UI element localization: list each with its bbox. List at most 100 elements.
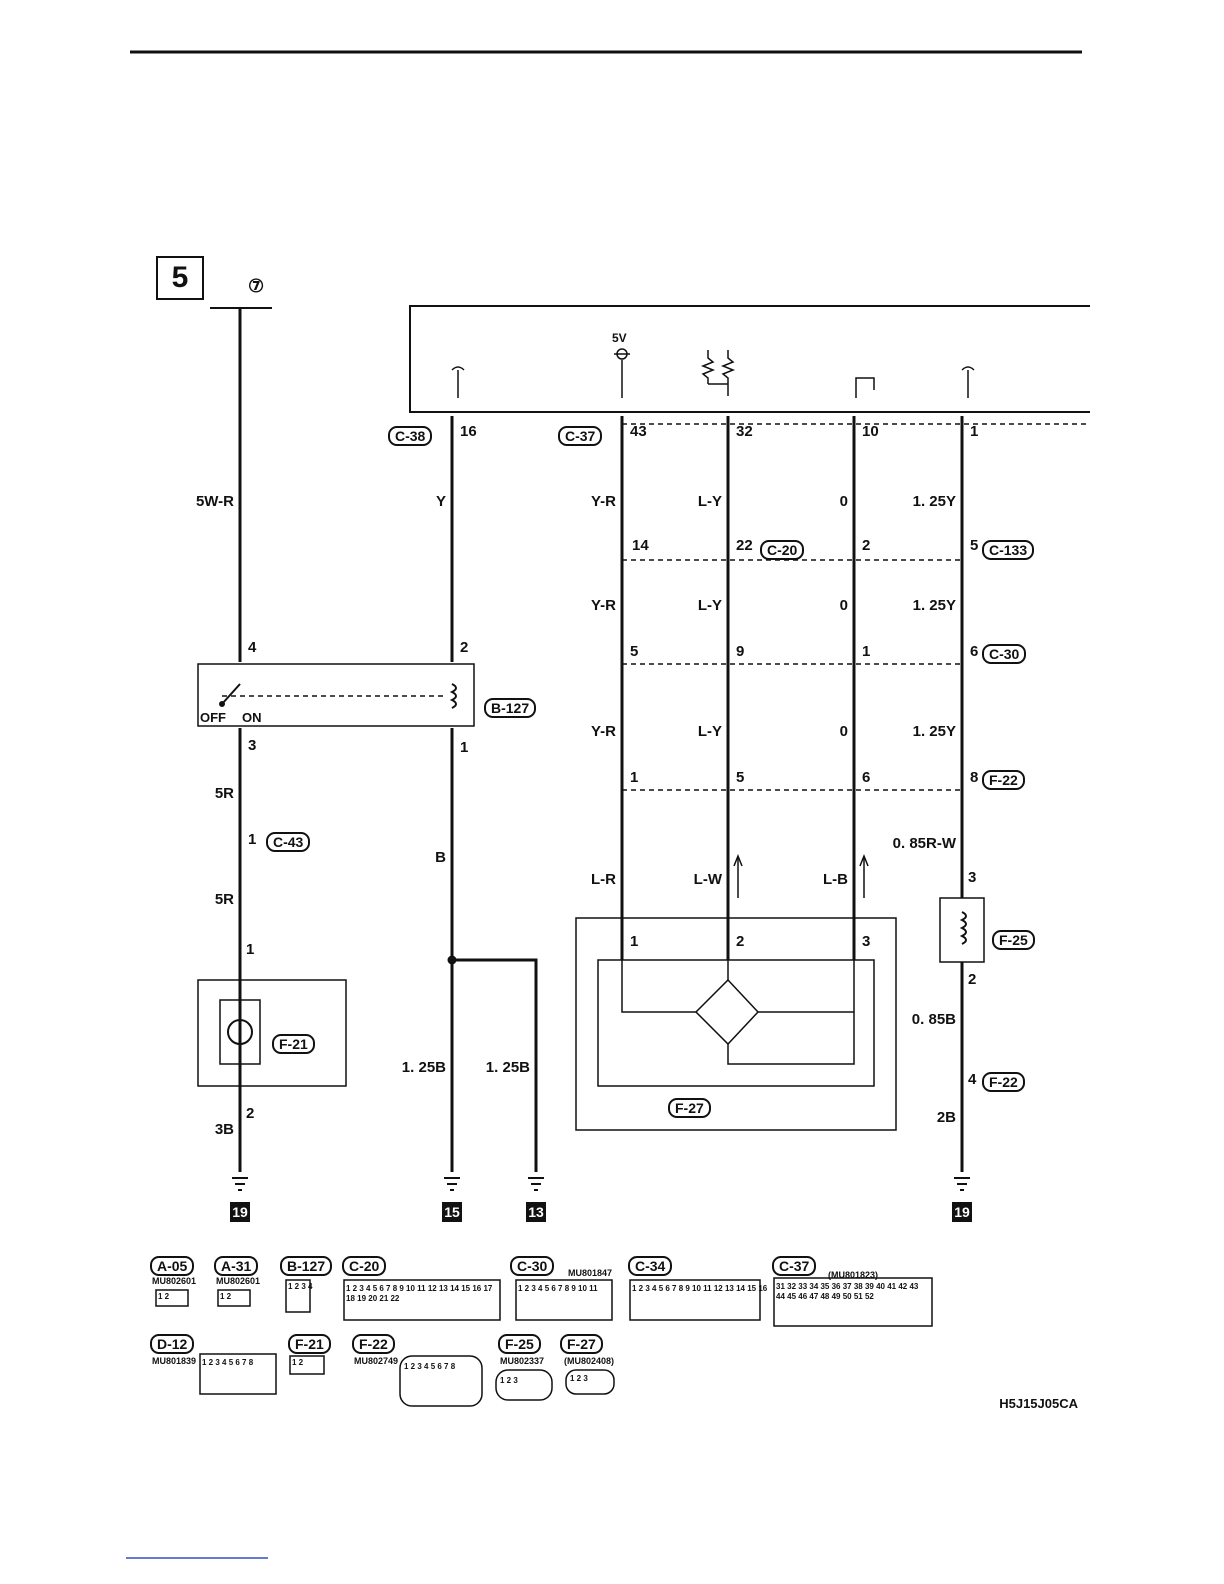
wire-y-r-3: Y-R (590, 723, 616, 740)
wire-l-y-2: L-Y (697, 597, 722, 614)
pin-b127-4: 4 (248, 639, 257, 656)
pin-c30-6: 6 (970, 643, 979, 660)
pin-f27-2: 2 (736, 933, 745, 950)
wire-l-b: L-B (823, 871, 848, 888)
connector-f22-bottom: F-22 (982, 1072, 1025, 1092)
connector-view-c20: C-20 (342, 1256, 387, 1276)
part-a05: MU802601 (152, 1276, 197, 1286)
pin-c30-1: 1 (862, 643, 871, 660)
connector-pins-c-34: 1 2 3 4 5 6 7 8 9 10 11 12 13 14 15 16 (632, 1284, 768, 1293)
connector-c38: C-38 (388, 426, 433, 446)
connector-view-b127: B-127 (280, 1256, 333, 1276)
connector-pins-a-05: 1 2 (158, 1292, 170, 1301)
pin-b127-1: 1 (460, 739, 469, 756)
pin-f22-1: 1 (630, 769, 639, 786)
wire-5r-b: 5R (214, 891, 234, 908)
pin-f27-1: 1 (630, 933, 639, 950)
connector-pins-f-25: 1 2 3 (500, 1376, 518, 1385)
pin-f25-3: 3 (968, 869, 977, 886)
part-d12: MU801839 (152, 1356, 197, 1366)
relay-off-label: OFF (200, 710, 226, 725)
part-a31: MU802601 (216, 1276, 261, 1286)
connector-f21: F-21 (272, 1034, 315, 1054)
connector-f25: F-25 (992, 930, 1035, 950)
wire-l-r: L-R (591, 871, 616, 888)
connector-view-a05: A-05 (150, 1256, 195, 1276)
connector-view-f27: F-27 (560, 1334, 603, 1354)
pin-c30-9: 9 (736, 643, 745, 660)
connector-pins-c-30: 1 2 3 4 5 6 7 8 9 10 11 (518, 1284, 598, 1293)
pin-c37-1: 1 (970, 423, 979, 440)
connector-c30: C-30 (982, 644, 1027, 664)
wire-0-85r-w: 0. 85R-W (892, 835, 956, 852)
pin-f25-2: 2 (968, 971, 977, 988)
wire-l-y-1: L-Y (697, 493, 722, 510)
pin-c37-10: 10 (862, 423, 879, 440)
pin-f21-1: 1 (246, 941, 255, 958)
pin-b127-2: 2 (460, 639, 469, 656)
pin-c20-2: 2 (862, 537, 871, 554)
connector-pins-d-12: 1 2 3 4 5 6 7 8 (202, 1358, 254, 1367)
connector-c20: C-20 (760, 540, 805, 560)
connector-view-c37: C-37 (772, 1256, 817, 1276)
ground-15: 15 (442, 1202, 462, 1222)
connector-pins-f-22: 1 2 3 4 5 6 7 8 (404, 1362, 456, 1371)
connector-c133: C-133 (982, 540, 1035, 560)
wire-o-2: 0 (839, 597, 848, 614)
connector-view-f25: F-25 (498, 1334, 541, 1354)
wire-1-25y-1: 1. 25Y (912, 493, 956, 510)
wire-o-1: 0 (839, 493, 848, 510)
pin-f27-3: 3 (862, 933, 871, 950)
connector-view-d12: D-12 (150, 1334, 195, 1354)
pin-c20-14: 14 (632, 537, 649, 554)
connector-f27: F-27 (668, 1098, 711, 1118)
pin-f22-6: 6 (862, 769, 871, 786)
connector-pins-c-37: 31 32 33 34 35 36 37 38 39 40 41 42 43 4… (776, 1282, 919, 1301)
connector-pins-a-31: 1 2 (220, 1292, 232, 1301)
sheet-number: 5 (156, 256, 204, 300)
part-f22: MU802749 (354, 1356, 399, 1366)
wire-1-25y-3: 1. 25Y (912, 723, 956, 740)
part-f27: (MU802408) (564, 1356, 615, 1366)
pin-c20-22: 22 (736, 537, 753, 554)
wire-o-3: 0 (839, 723, 848, 740)
connector-f22-top: F-22 (982, 770, 1025, 790)
wire-2b: 2B (936, 1109, 956, 1126)
pin-c43-1: 1 (248, 831, 257, 848)
wire-1-25b-b: 1. 25B (485, 1059, 530, 1076)
connector-pins-b-127: 1 2 3 4 (288, 1282, 313, 1291)
wire-y: Y (435, 493, 446, 510)
part-c30: MU801847 (568, 1268, 613, 1278)
wire-1-25y-2: 1. 25Y (912, 597, 956, 614)
diagram-code: H5J15J05CA (999, 1396, 1078, 1411)
pin-c38-16: 16 (460, 423, 477, 440)
pin-b127-3: 3 (248, 737, 257, 754)
part-c37: (MU801823) (828, 1270, 879, 1280)
wire-y-r-1: Y-R (590, 493, 616, 510)
connector-view-f22: F-22 (352, 1334, 395, 1354)
connector-view-c34: C-34 (628, 1256, 673, 1276)
wire-y-r-2: Y-R (590, 597, 616, 614)
part-f25: MU802337 (500, 1356, 545, 1366)
pin-f21-2: 2 (246, 1105, 255, 1122)
connector-c43: C-43 (266, 832, 311, 852)
pin-c37-43: 43 (630, 423, 647, 440)
pin-c37-32: 32 (736, 423, 753, 440)
connector-view-c30: C-30 (510, 1256, 555, 1276)
relay-on-label: ON (242, 710, 262, 725)
pin-c133-5: 5 (970, 537, 979, 554)
pin-f22-4: 4 (968, 1071, 977, 1088)
connector-pins-f-27: 1 2 3 (570, 1374, 588, 1383)
wire-0-85b: 0. 85B (911, 1011, 956, 1028)
connector-pins-c-20: 1 2 3 4 5 6 7 8 9 10 11 12 13 14 15 16 1… (346, 1284, 493, 1303)
pin-f22-8: 8 (970, 769, 979, 786)
ground-13: 13 (526, 1202, 546, 1222)
wire-l-y-3: L-Y (697, 723, 722, 740)
connector-view-a31: A-31 (214, 1256, 259, 1276)
connector-c37: C-37 (558, 426, 603, 446)
ref-marker: ⑦ (248, 276, 265, 296)
wire-3b: 3B (214, 1121, 234, 1138)
voltage-label: 5V (612, 331, 627, 345)
wire-l-w: L-W (693, 871, 722, 888)
